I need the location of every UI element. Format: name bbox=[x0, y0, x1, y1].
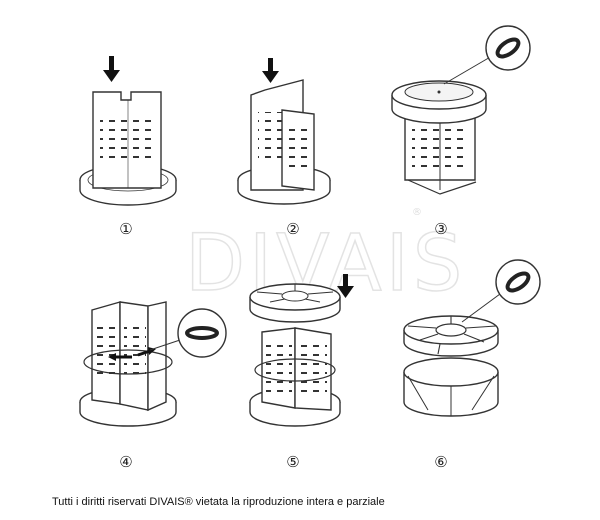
step-1-label: ① bbox=[119, 220, 133, 238]
step-3-illustration bbox=[391, 25, 531, 195]
step-2-label: ② bbox=[286, 220, 300, 238]
step-2-illustration bbox=[237, 58, 331, 205]
ring-detail-callout bbox=[485, 25, 531, 71]
step-3-label: ③ bbox=[434, 220, 448, 238]
step-4-label: ④ bbox=[119, 453, 133, 471]
down-arrow-icon bbox=[262, 58, 279, 83]
watermark-registered-mark: ® bbox=[412, 207, 422, 218]
copyright-footer: Tutti i diritti riservati DIVAIS® vietat… bbox=[52, 496, 385, 508]
step-6-illustration bbox=[403, 259, 541, 417]
twist-arrows-icon bbox=[108, 347, 156, 361]
step-6-label: ⑥ bbox=[434, 453, 448, 471]
down-arrow-icon bbox=[103, 56, 120, 82]
step-5-label: ⑤ bbox=[286, 453, 300, 471]
ring-detail-callout bbox=[177, 308, 227, 358]
down-arrow-icon bbox=[337, 274, 354, 298]
step-5-illustration bbox=[249, 274, 354, 427]
ring-detail-callout bbox=[495, 259, 541, 305]
step-1-illustration bbox=[79, 56, 177, 206]
step-4-illustration bbox=[79, 301, 227, 427]
